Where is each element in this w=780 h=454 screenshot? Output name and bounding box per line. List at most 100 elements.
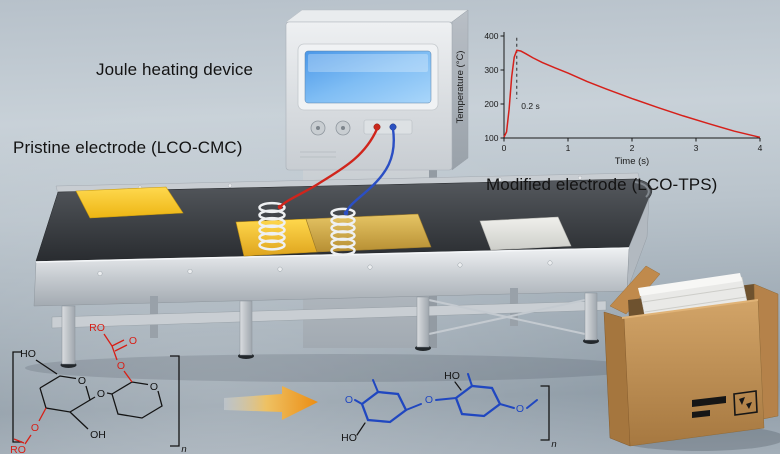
red-wire-clip bbox=[277, 204, 283, 210]
box-print-mark bbox=[746, 402, 752, 409]
bracket-left bbox=[12, 351, 22, 443]
blue-bond bbox=[499, 403, 515, 409]
table-leg bbox=[416, 296, 430, 348]
device-label: Joule heating device bbox=[96, 60, 254, 79]
ro-label: RO bbox=[89, 322, 105, 334]
rail-bolt bbox=[277, 266, 283, 272]
repeat-unit-subscript: n bbox=[181, 444, 186, 454]
red-double-bond bbox=[13, 438, 25, 444]
y-tick-label: 300 bbox=[484, 65, 498, 75]
gold-contact-plate bbox=[235, 218, 318, 257]
red-bond bbox=[38, 407, 47, 422]
rail-bolt bbox=[187, 268, 193, 274]
ho-label: HO bbox=[444, 370, 460, 382]
oxygen-label: O bbox=[425, 394, 433, 406]
cardboard-box bbox=[603, 265, 780, 451]
box-print-mark bbox=[739, 397, 745, 405]
box-front-face bbox=[621, 299, 765, 447]
table-leg bbox=[584, 292, 598, 341]
red-bond bbox=[24, 434, 32, 445]
joule-heating-device bbox=[285, 9, 469, 171]
ho-bond bbox=[454, 381, 462, 391]
red-double-bond bbox=[114, 344, 128, 352]
coil-loop bbox=[258, 209, 286, 221]
red-bond bbox=[111, 339, 125, 347]
box-print-bar bbox=[692, 410, 710, 418]
glycosidic-bond bbox=[89, 396, 96, 401]
blue-ring bbox=[454, 384, 502, 418]
ester-oxygen-label: O bbox=[31, 422, 39, 434]
screen-glare bbox=[308, 54, 428, 72]
red-bond bbox=[111, 345, 118, 361]
knob-center bbox=[341, 126, 345, 130]
blue-wire bbox=[344, 127, 395, 215]
blue-ring bbox=[360, 390, 408, 424]
ho-bond bbox=[356, 422, 366, 436]
box-lit-edge bbox=[621, 299, 759, 319]
glycosidic-bond bbox=[106, 392, 113, 395]
oxygen-label: O bbox=[345, 394, 353, 406]
tps-structure: O O O HO HO n bbox=[341, 370, 557, 450]
oh-label: OH bbox=[90, 429, 106, 441]
device-top-face bbox=[285, 9, 469, 23]
box-back-flap bbox=[609, 265, 661, 315]
coil-loop bbox=[330, 245, 356, 256]
ho-label: HO bbox=[341, 432, 357, 444]
blue-bond bbox=[372, 379, 379, 393]
top-sheet bbox=[638, 273, 742, 296]
terminal-strip bbox=[363, 119, 413, 135]
rail-bolt bbox=[547, 260, 553, 266]
reaction-arrow bbox=[224, 386, 318, 420]
ester-oxygen-label: O bbox=[117, 360, 125, 372]
red-bond bbox=[103, 333, 113, 347]
ring-bond bbox=[111, 390, 163, 419]
modified-electrode-sheet bbox=[479, 216, 572, 251]
y-axis-title: Temperature (°C) bbox=[455, 51, 466, 124]
y-tick-label: 200 bbox=[484, 99, 498, 109]
ring-bond bbox=[39, 385, 91, 413]
coil-loop bbox=[258, 224, 286, 236]
x-tick-label: 2 bbox=[630, 143, 635, 153]
annotation-label: 0.2 s bbox=[521, 101, 539, 111]
box-print-bar bbox=[692, 396, 726, 407]
blue-bond bbox=[467, 373, 473, 387]
glycosidic-oxygen-label: O bbox=[97, 388, 105, 400]
red-wire bbox=[278, 127, 379, 209]
ho-bond bbox=[35, 359, 58, 375]
rail-bolt bbox=[367, 264, 373, 270]
rim-screw bbox=[578, 175, 583, 180]
repeat-unit-subscript: n bbox=[551, 439, 556, 450]
rail-highlight bbox=[35, 247, 630, 263]
red-bond bbox=[123, 370, 133, 383]
cross-brace bbox=[428, 299, 586, 335]
x-tick-label: 1 bbox=[566, 143, 571, 153]
carboxymethyl-group-top bbox=[103, 333, 133, 383]
y-tick-label: 100 bbox=[484, 133, 498, 143]
sheet-edge-line bbox=[644, 296, 747, 313]
sheet-edge-line bbox=[642, 286, 745, 303]
carbonyl-oxygen-label: O bbox=[129, 335, 137, 347]
gold-heating-plate bbox=[305, 213, 432, 253]
x-axis-title: Time (s) bbox=[615, 156, 649, 167]
coil-left bbox=[258, 201, 286, 251]
pristine-electrode-label: Pristine electrode (LCO-CMC) bbox=[13, 138, 243, 157]
ro-label: RO bbox=[10, 444, 26, 454]
pristine-electrode-sheet bbox=[75, 186, 184, 219]
bracket-right bbox=[540, 385, 550, 441]
ring-oxygen-label: O bbox=[150, 381, 158, 393]
oh-bond bbox=[69, 411, 89, 430]
coil-loop bbox=[258, 201, 286, 214]
rail-bolt bbox=[457, 262, 463, 268]
coil-right bbox=[330, 207, 356, 256]
ring-oxygen-label: O bbox=[78, 375, 86, 387]
modified-electrode-label: Modified electrode (LCO-TPS) bbox=[486, 175, 718, 194]
blue-bond bbox=[526, 399, 538, 409]
table-shadow bbox=[25, 354, 645, 382]
ring-bond bbox=[111, 381, 149, 395]
display-screen bbox=[304, 50, 432, 104]
blue-bond bbox=[435, 397, 457, 401]
rail-bolt bbox=[97, 271, 103, 276]
coil-loop bbox=[258, 216, 286, 229]
oxygen-label: O bbox=[516, 403, 524, 415]
